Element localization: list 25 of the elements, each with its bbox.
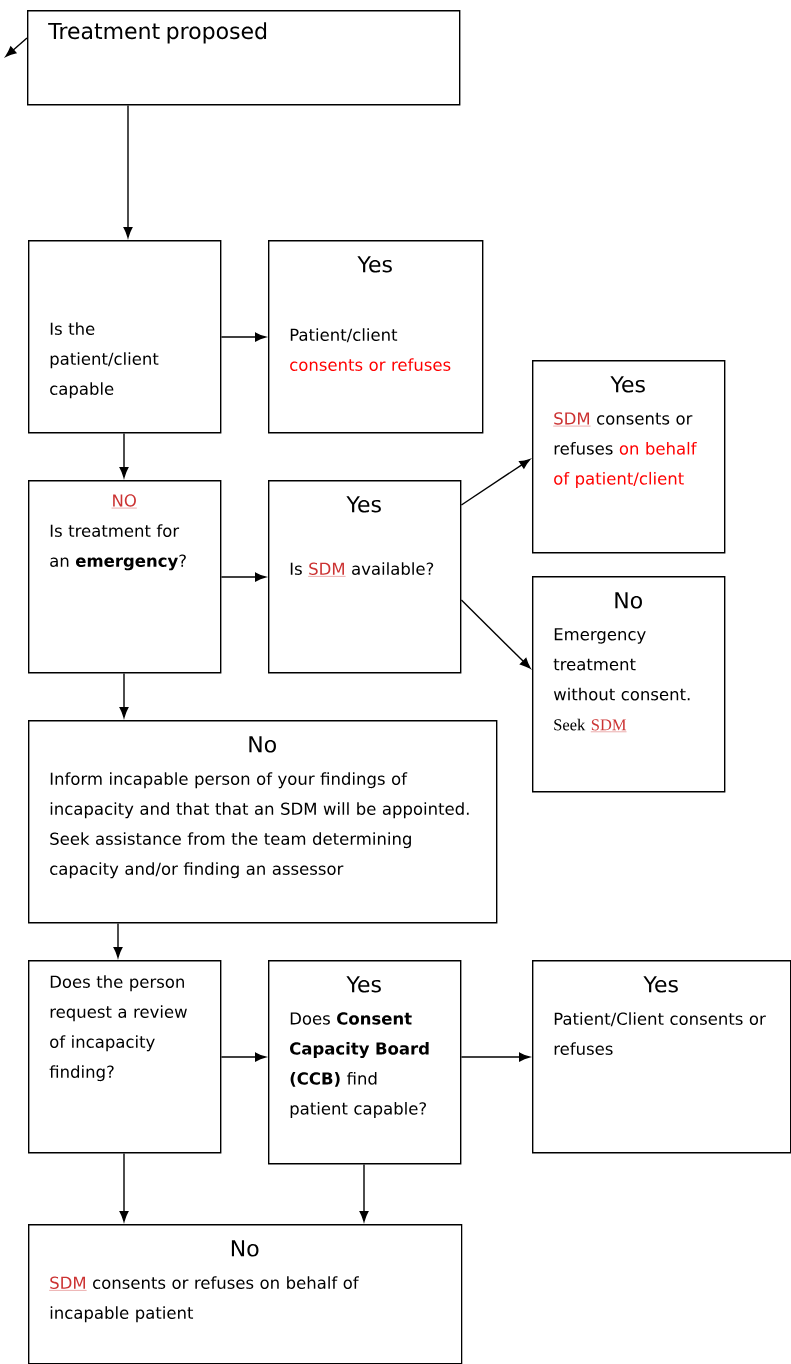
arrow <box>460 458 531 506</box>
arrow <box>119 1152 129 1222</box>
arrow <box>460 1052 530 1062</box>
arrow <box>119 432 129 478</box>
arrow <box>220 332 266 342</box>
process-box: Yes Is SDM available? <box>268 480 462 674</box>
arrow <box>359 1163 369 1222</box>
process-box: Is the patient/client capable <box>28 240 222 434</box>
arrow <box>220 572 266 582</box>
arrow <box>5 37 28 57</box>
process-box: Yes SDM consents or refuses on behalf of patient/client <box>532 360 726 554</box>
process-box: No Inform incapable person of your findings of incapacity and that that an SDM will be appointed. Seek assistance from the team determining capacity and/or finding an assessor <box>28 720 498 924</box>
process-box: Yes Patient/Client consents or refuses <box>532 960 791 1154</box>
process-box: No SDM consents or refuses on behalf of incapable patient <box>28 1224 463 1364</box>
arrow <box>113 922 123 958</box>
process-box: Does the person request a review of incapacity finding? <box>28 960 222 1154</box>
process-box: NO Is treatment for an emergency? <box>28 480 222 674</box>
process-box: Yes Patient/client consents or refuses <box>268 240 484 434</box>
process-box: Treatment proposed <box>27 10 461 106</box>
arrow <box>460 599 531 669</box>
process-box: No Emergency treatment without consent. Seek SDM <box>532 576 726 793</box>
arrow <box>220 1052 266 1062</box>
process-box: Yes Does Consent Capacity Board (CCB) find patient capable? <box>268 960 462 1165</box>
arrow <box>123 104 133 238</box>
arrow <box>119 672 129 718</box>
